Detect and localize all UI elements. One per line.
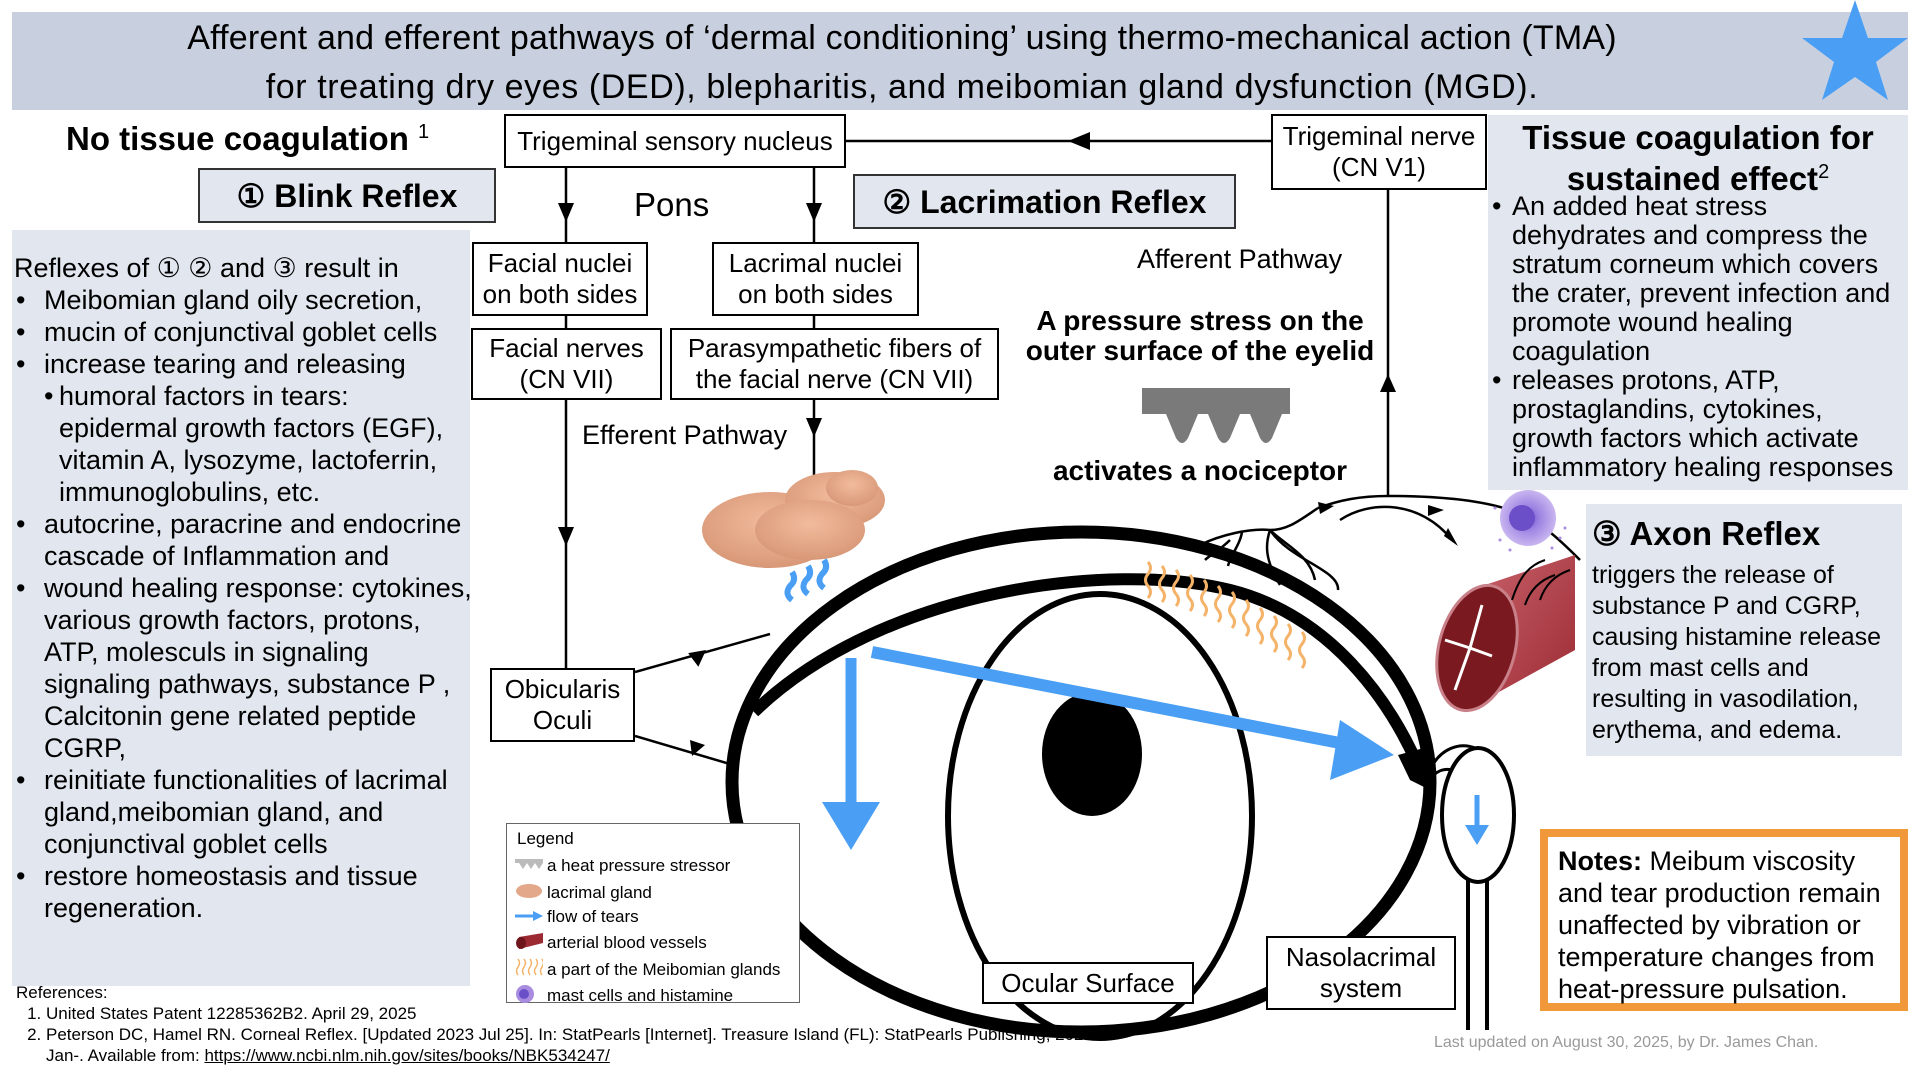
last-updated-note: Last updated on August 30, 2025, by Dr. … <box>1434 1034 1819 1051</box>
mast-cell-illustration <box>1493 490 1567 552</box>
heat-pressure-stressor-illustration <box>1142 388 1290 443</box>
efferent-pathway-label: Efferent Pathway <box>582 420 788 450</box>
references-title: References: <box>16 983 108 1002</box>
coagulation-item: releases protons, ATP, prostaglandins, c… <box>1490 366 1908 482</box>
legend-item-label: a part of the Meibomian glands <box>547 959 781 979</box>
reflex-results-intro: Reflexes of ① ② and ③ result in <box>14 253 399 283</box>
reference-item: Peterson DC, Hamel RN. Corneal Reflex. [… <box>46 1024 1116 1066</box>
notes-text: Meibum viscosity and tear production rem… <box>1558 846 1881 1004</box>
pressure-stress-label: A pressure stress on the outer surface o… <box>1025 305 1375 366</box>
axon-reflex-panel <box>1586 504 1902 756</box>
notes-box: Notes: Meibum viscosity and tear product… <box>1540 829 1908 1011</box>
no-coagulation-heading-text: No tissue coagulation <box>66 120 409 157</box>
afferent-connector <box>846 132 1396 496</box>
star-icon <box>1802 0 1908 100</box>
blink-reflex-label: ① Blink Reflex <box>198 168 496 223</box>
reference-item: United States Patent 12285362B2. April 2… <box>46 1003 1116 1024</box>
trigeminal-nerve-box: Trigeminal nerve (CN V1) <box>1271 114 1487 190</box>
reflex-result-item: restore homeostasis and tissue regenerat… <box>14 860 474 924</box>
coagulation-list: An added heat stress dehydrates and comp… <box>1490 192 1908 482</box>
title-line-1: Afferent and efferent pathways of ‘derma… <box>187 19 1617 57</box>
nociceptor-illustration <box>1199 494 1581 591</box>
reference-text: Peterson DC, Hamel RN. Corneal Reflex. [… <box>46 1025 1093 1065</box>
arterial-blood-vessel-illustration <box>1435 555 1575 713</box>
notes-label: Notes: <box>1558 846 1643 876</box>
reflex-result-item: reinitiate functionalities of lacrimal g… <box>14 764 474 860</box>
reflex-results-list: Meibomian gland oily secretion,mucin of … <box>14 284 474 924</box>
obicularis-oculi-box: Obicularis Oculi <box>490 668 635 742</box>
axon-reflex-text: triggers the release of substance P and … <box>1592 561 1882 744</box>
legend-item-label: mast cells and histamine <box>547 986 734 1005</box>
reference-link[interactable]: https://www.ncbi.nlm.nih.gov/sites/books… <box>204 1046 610 1065</box>
reference-text: United States Patent 12285362B2. April 2… <box>46 1004 417 1023</box>
nasolacrimal-system-box: Nasolacrimal system <box>1266 936 1456 1010</box>
legend-item: mast cells and histamine <box>515 984 733 1009</box>
legend-title: Legend <box>517 829 574 848</box>
facial-nerves-box: Facial nerves (CN VII) <box>471 328 662 400</box>
reflex-result-item: Meibomian gland oily secretion, <box>14 284 474 316</box>
reflex-result-item: wound healing response: cytokines, vario… <box>14 572 474 764</box>
coagulation-item: An added heat stress dehydrates and comp… <box>1490 192 1908 366</box>
lacrimal-gland-illustration <box>702 470 885 603</box>
reference-superscript: 1 <box>418 121 430 143</box>
reflex-result-item: autocrine, paracrine and endocrine casca… <box>14 508 474 572</box>
nociceptor-label: activates a nociceptor <box>1052 455 1348 486</box>
references: References: United States Patent 1228536… <box>16 982 1116 1066</box>
trigeminal-sensory-nucleus-box: Trigeminal sensory nucleus <box>504 114 846 168</box>
pons-label: Pons <box>634 186 710 223</box>
reflex-result-item: humoral factors in tears: epidermal grow… <box>14 380 474 508</box>
lacrimal-gland-icon <box>515 882 543 905</box>
meibomian-glands-illustration <box>1144 561 1306 669</box>
no-coagulation-heading: No tissue coagulation 1 <box>66 120 429 158</box>
page-title: Afferent and efferent pathways of ‘derma… <box>12 14 1792 112</box>
legend-item: lacrimal gland <box>515 882 652 905</box>
legend: Legend a heat pressure stressor lacrimal … <box>506 823 800 1005</box>
legend-item: flow of tears <box>515 907 639 927</box>
axon-reflex-title: ③ Axon Reflex <box>1592 515 1821 552</box>
meibomian-gland-icon <box>515 958 545 981</box>
parasympathetic-fibers-box: Parasympathetic fibers of the facial ner… <box>670 328 999 400</box>
mast-cell-icon <box>515 984 543 1009</box>
nasolacrimal-sac-illustration <box>1426 744 1516 1030</box>
legend-item: a heat pressure stressor <box>515 856 730 876</box>
reference-superscript: 2 <box>1818 161 1830 183</box>
coagulation-heading-text: Tissue coagulation for sustained effect <box>1522 119 1874 197</box>
reflex-result-item: increase tearing and releasing <box>14 348 474 380</box>
flow-of-tears-arrows <box>822 646 1394 850</box>
legend-item: arterial blood vessels <box>515 932 707 954</box>
legend-item: a part of the Meibomian glands <box>515 958 780 981</box>
reflex-results-text: Reflexes of ① ② and ③ result in Meibomia… <box>14 252 474 924</box>
arterial-blood-vessel-icon <box>515 932 543 954</box>
heat-pressure-stressor-icon <box>515 856 543 876</box>
ocular-surface-box: Ocular Surface <box>982 962 1194 1004</box>
facial-nuclei-box: Facial nuclei on both sides <box>472 242 648 316</box>
title-line-2: for treating dry eyes (DED), blepharitis… <box>265 68 1539 106</box>
reflex-result-item: mucin of conjunctival goblet cells <box>14 316 474 348</box>
legend-item-label: lacrimal gland <box>547 883 652 902</box>
lacrimal-nuclei-box: Lacrimal nuclei on both sides <box>712 242 919 316</box>
coagulation-heading: Tissue coagulation for sustained effect2 <box>1488 120 1908 196</box>
references-list: United States Patent 12285362B2. April 2… <box>16 1003 1116 1066</box>
flow-of-tears-icon <box>515 907 543 927</box>
afferent-pathway-label: Afferent Pathway <box>1137 244 1343 274</box>
efferent-connectors <box>558 167 822 774</box>
legend-item-label: arterial blood vessels <box>547 933 707 952</box>
title-banner <box>12 12 1908 110</box>
legend-item-label: flow of tears <box>547 907 639 926</box>
lacrimation-reflex-label: ② Lacrimation Reflex <box>853 174 1236 229</box>
legend-item-label: a heat pressure stressor <box>547 856 731 875</box>
